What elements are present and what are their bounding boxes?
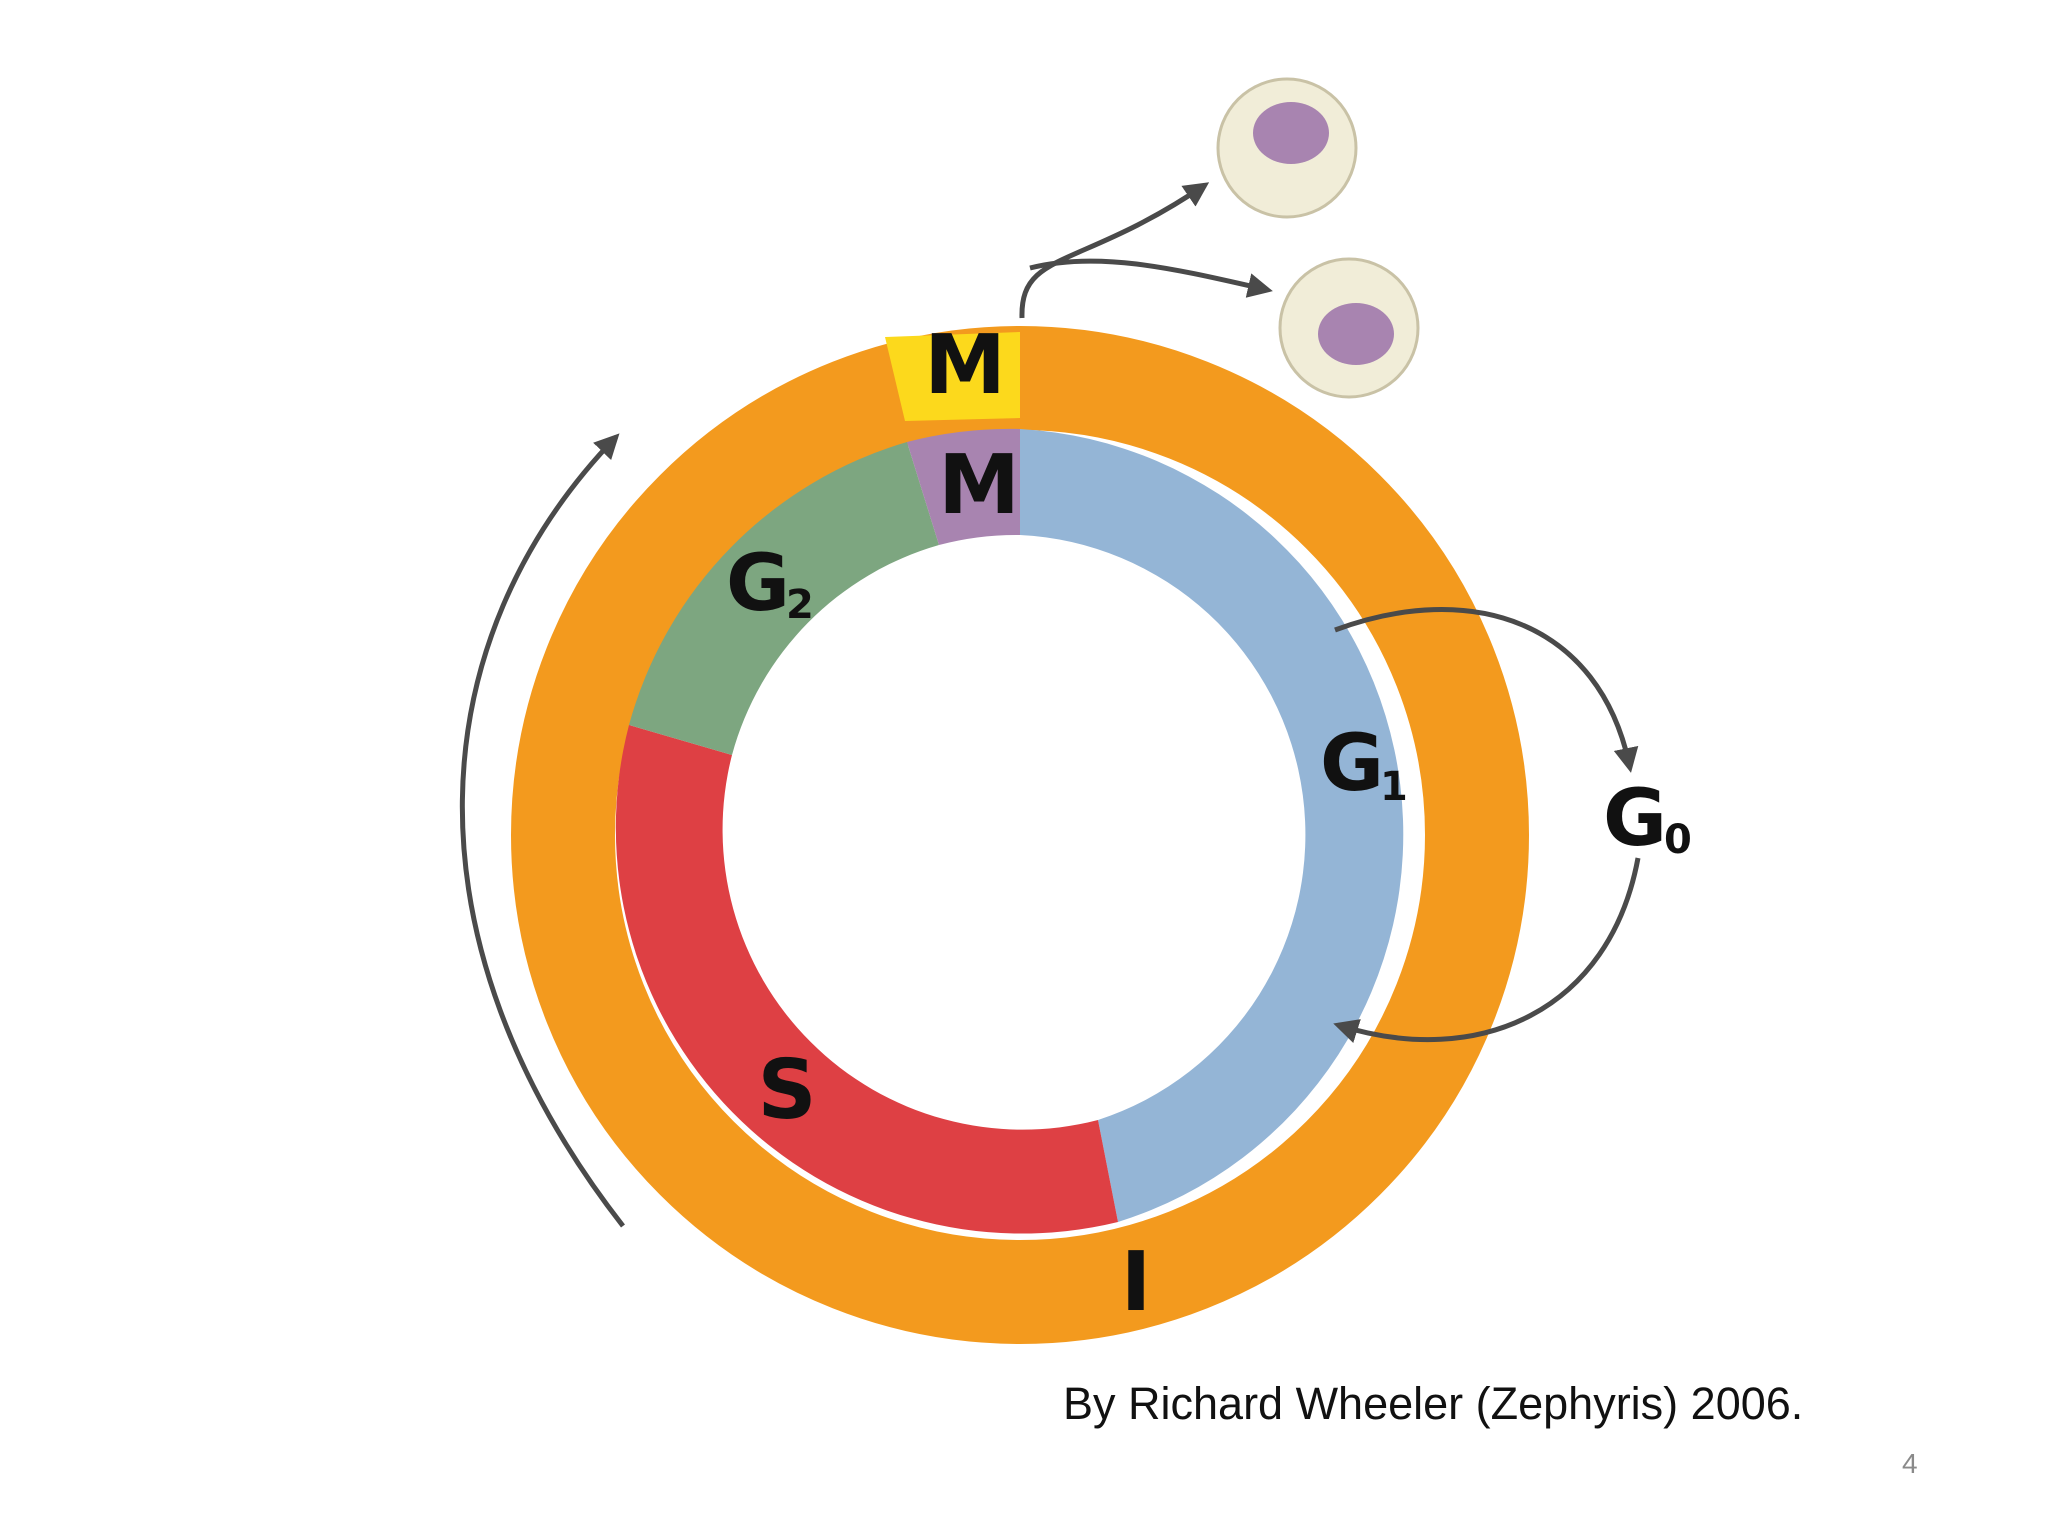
mitosis-inner-label: M [938, 438, 1020, 533]
g2-segment [629, 442, 939, 755]
s-phase-label: S [757, 1043, 816, 1138]
g0-to-g1-arrow [1333, 857, 1641, 1043]
nucleus-lower [1318, 303, 1394, 365]
mitosis-outer-segment [885, 332, 1020, 421]
g0-subscript: 0 [1664, 817, 1692, 863]
g1-subscript: 1 [1380, 764, 1408, 810]
cycle-direction-arrow [459, 433, 625, 1228]
g1-label: G [1320, 719, 1384, 809]
mitosis-inner-segment [907, 428, 1020, 545]
division-arrow-lower [1029, 258, 1273, 298]
g0-label: G [1603, 774, 1667, 864]
daughter-cell-lower [1278, 257, 1420, 399]
image-credit: By Richard Wheeler (Zephyris) 2006. [1063, 1378, 1804, 1429]
nucleus-upper [1253, 102, 1329, 164]
mitosis-outer-label: M [924, 318, 1006, 413]
g1-to-g0-arrow [1334, 607, 1639, 773]
g1-segment [1020, 429, 1404, 1222]
s-segment [615, 725, 1118, 1234]
slide-number: 4 [1902, 1448, 1918, 1479]
daughter-cell-upper [1216, 77, 1358, 219]
division-arrow-upper [1019, 182, 1210, 319]
g2-subscript: 2 [786, 582, 814, 628]
g2-label: G [726, 539, 790, 629]
interphase-label: I [1121, 1235, 1152, 1330]
